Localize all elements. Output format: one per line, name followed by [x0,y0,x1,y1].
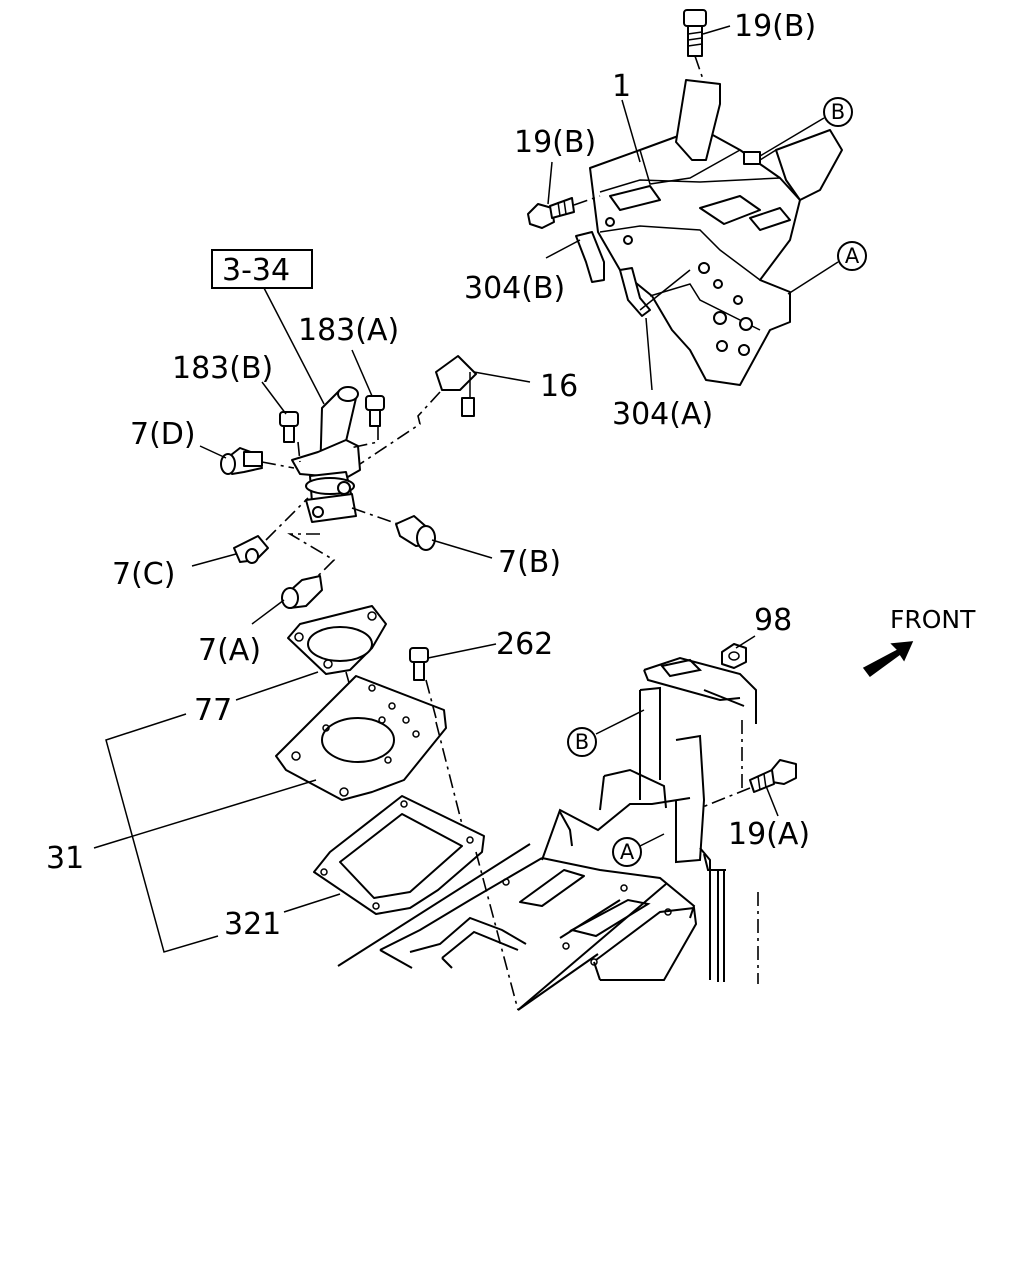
callout-19b-mid: 19(B) [514,125,596,160]
callout-ref-3-34: 3-34 [222,253,290,288]
gasket-77 [287,605,387,675]
callout-262: 262 [496,627,553,662]
marker-b-top: B [823,97,853,127]
callout-77: 77 [194,693,232,728]
bracket-assembly [575,9,843,386]
svg-text:B: B [831,100,845,124]
assembly-line [345,671,361,723]
callout-304a: 304(A) [612,397,713,432]
floor-chassis [337,656,759,984]
callout-7c: 7(C) [112,557,175,592]
marker-a-bottom: A [612,837,642,867]
plate-31 [275,675,447,801]
gasket-321 [313,795,485,915]
callout-7a: 7(A) [198,633,261,668]
reference-box [211,249,313,289]
leader-line [517,953,599,1011]
front-label: FRONT [890,605,976,634]
leader-line [517,883,667,1011]
assembly-line [475,851,519,1011]
callout-183b: 183(B) [172,351,273,386]
svg-text:B: B [575,730,589,754]
assembly-line [435,721,467,841]
bolt-19b-mid [527,195,601,229]
callout-304b: 304(B) [464,271,565,306]
marker-a-top: A [837,241,867,271]
svg-text:A: A [845,244,860,268]
callout-7d: 7(D) [130,417,196,452]
nut-98 [721,643,747,669]
bolt-262 [409,647,437,719]
leader-lines [93,25,839,953]
bolt-19a [699,759,797,809]
callout-19b-top: 19(B) [734,9,816,44]
callout-321: 321 [224,907,281,942]
callout-31: 31 [46,841,84,876]
callout-183a: 183(A) [298,313,399,348]
svg-text:A: A [620,840,635,864]
marker-b-bottom: B [567,727,597,757]
callout-16: 16 [540,369,578,404]
callout-19a: 19(A) [728,817,810,852]
callout-1: 1 [612,69,631,104]
front-arrow-icon [862,641,914,678]
shifter-assembly [211,249,477,609]
callout-7b: 7(B) [498,545,561,580]
callout-98: 98 [754,603,792,638]
bolt-19b-top [683,9,707,89]
